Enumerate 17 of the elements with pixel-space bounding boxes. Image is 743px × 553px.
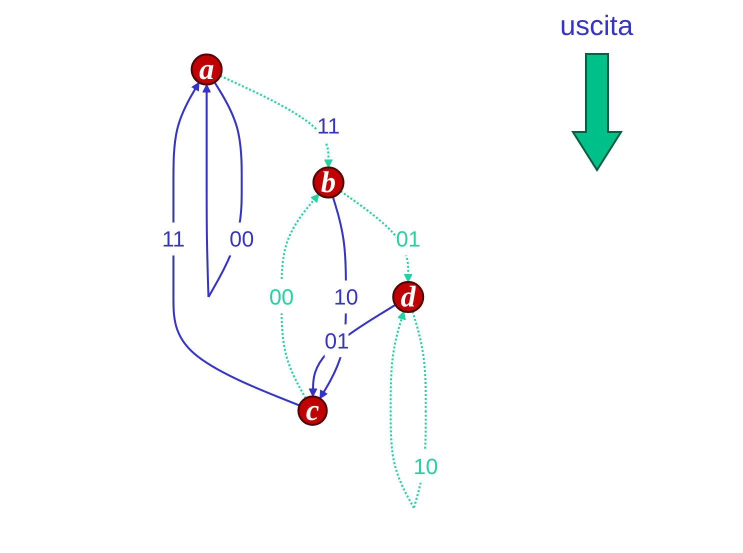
edge-label: 00 [229,226,254,252]
edge-label: 11 [162,226,185,252]
node-circle: c [297,396,328,426]
output-label: uscita [560,10,634,42]
arrow [172,82,300,406]
edge-label: 01 [396,226,420,252]
node-circle: b [312,166,344,198]
node-circle: a [190,54,223,86]
arrow [340,190,413,282]
edge-label: 00 [269,284,294,310]
arrow [308,304,396,397]
arrow [220,74,333,168]
edge-label: 11 [317,114,340,139]
edge-label: 10 [334,284,358,310]
edge-label: 10 [414,454,438,479]
edge-label: 01 [324,328,350,354]
node-circle: d [392,281,424,313]
